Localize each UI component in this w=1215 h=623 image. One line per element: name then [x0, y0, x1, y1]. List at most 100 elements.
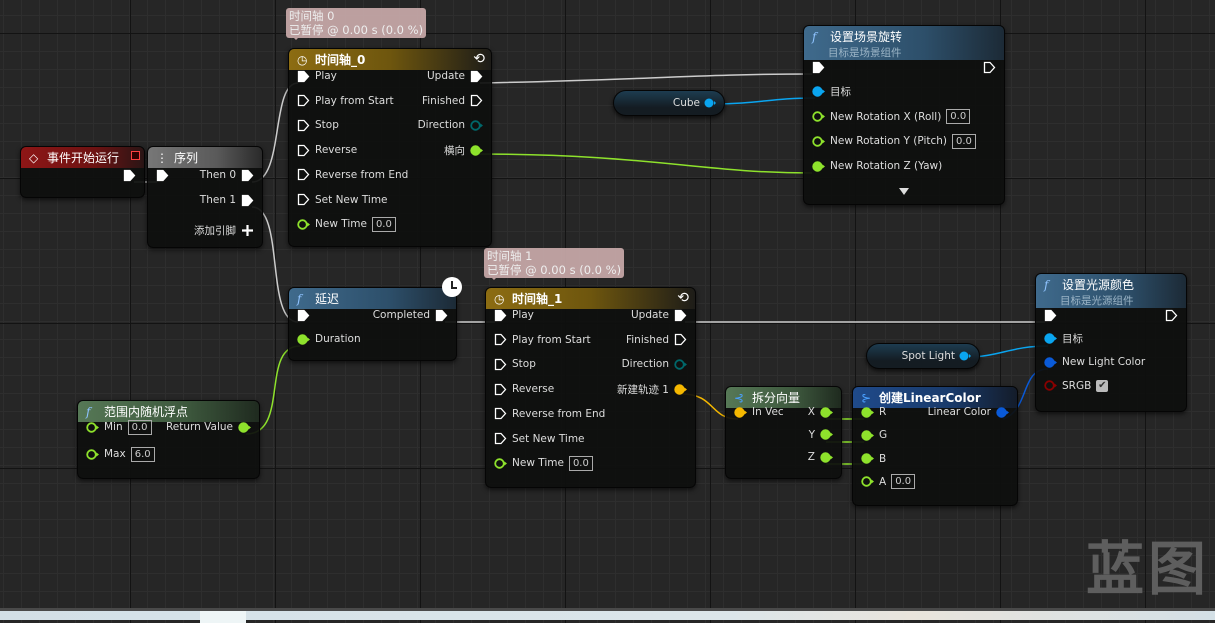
color-pin-icon[interactable] [1044, 356, 1057, 369]
exec-pin-icon[interactable] [674, 333, 687, 346]
node-header[interactable]: ⋮序列 [148, 147, 262, 168]
exec-pin-connected-icon[interactable] [123, 169, 136, 182]
exec-pin-icon[interactable] [494, 407, 507, 420]
update-pin[interactable]: Update [631, 307, 687, 323]
then-0-pin[interactable]: Then 0 [200, 167, 254, 183]
b-pin[interactable]: B [861, 451, 886, 467]
exec-pin-icon[interactable] [494, 383, 507, 396]
exec-pin-icon[interactable] [494, 358, 507, 371]
exec-pin[interactable] [123, 167, 136, 183]
pin-default-value-input[interactable]: 0.0 [568, 455, 593, 471]
play-from-start-pin[interactable]: Play from Start [297, 93, 394, 109]
float-pin-icon[interactable] [86, 421, 99, 434]
pin-default-value-input[interactable]: 0.0 [946, 109, 971, 125]
exec-pin-connected-icon[interactable] [1044, 309, 1057, 322]
float-pin-icon[interactable] [297, 333, 310, 346]
node-header[interactable]: ⊱创建LinearColor [853, 387, 1017, 408]
exec-pin-icon[interactable] [297, 168, 310, 181]
spot-light-variable-node[interactable]: Spot Light [866, 343, 980, 369]
exec-pin-icon[interactable] [297, 144, 310, 157]
play-pin[interactable]: Play [297, 68, 337, 84]
float-pin-icon[interactable] [861, 429, 874, 442]
exec-pin-icon[interactable] [297, 119, 310, 132]
object-pin[interactable]: 目标 [812, 84, 851, 100]
completed-pin[interactable]: Completed [373, 307, 448, 323]
exec-pin-icon[interactable] [470, 94, 483, 107]
srgb-checkbox[interactable]: ✔ [1096, 379, 1109, 392]
exec-pin[interactable] [1165, 307, 1178, 323]
exec-pin-connected-icon[interactable] [297, 309, 310, 322]
new-light-color-pin[interactable]: New Light Color [1044, 354, 1145, 370]
event-delegate-icon[interactable] [131, 151, 140, 160]
exec-pin[interactable] [1044, 307, 1057, 323]
float-pin[interactable]: 横向 [444, 142, 483, 158]
float-pin-icon[interactable] [297, 218, 310, 231]
exec-pin-connected-icon[interactable] [241, 169, 254, 182]
set-new-time-pin[interactable]: Set New Time [494, 431, 585, 447]
exec-pin-connected-icon[interactable] [494, 309, 507, 322]
exec-pin[interactable] [156, 167, 169, 183]
pin-default-value-input[interactable]: 0.0 [127, 419, 152, 435]
y-pin[interactable]: Y [809, 427, 833, 443]
float-pin-icon[interactable] [820, 451, 833, 464]
exec-pin-connected-icon[interactable] [297, 70, 310, 83]
exec-pin-connected-icon[interactable] [241, 194, 254, 207]
srgb-pin[interactable]: SRGB✔ [1044, 378, 1109, 394]
duration-pin[interactable]: Duration [297, 331, 361, 347]
vector-pin-icon[interactable] [734, 406, 747, 419]
cube-variable-node[interactable]: Cube [613, 90, 725, 116]
reverse-pin[interactable]: Reverse [494, 381, 554, 397]
node-header[interactable]: ⊰拆分向量 [726, 387, 841, 408]
float-pin-icon[interactable] [812, 110, 825, 123]
vector-pin-icon[interactable] [674, 383, 687, 396]
direction-pin[interactable]: Direction [418, 117, 483, 133]
float-pin-icon[interactable] [820, 428, 833, 441]
float-pin-icon[interactable] [238, 421, 251, 434]
object-pin-icon[interactable] [704, 97, 716, 109]
exec-pin-icon[interactable] [494, 432, 507, 445]
struct-pin-icon[interactable] [674, 358, 687, 371]
z-pin[interactable]: Z [808, 449, 833, 465]
x-pin[interactable]: X [808, 404, 833, 420]
pin-default-value-input[interactable]: 0.0 [952, 133, 976, 149]
float-pin-icon[interactable] [861, 452, 874, 465]
exec-pin-connected-icon[interactable] [812, 61, 825, 74]
stop-pin[interactable]: Stop [494, 356, 536, 372]
exec-pin-connected-icon[interactable] [156, 169, 169, 182]
finished-pin[interactable]: Finished [626, 332, 687, 348]
update-pin[interactable]: Update [427, 68, 483, 84]
exec-pin-connected-icon[interactable] [435, 309, 448, 322]
r-pin[interactable]: R [861, 404, 886, 420]
reverse-from-end-pin[interactable]: Reverse from End [297, 167, 408, 183]
finished-pin[interactable]: Finished [422, 93, 483, 109]
float-pin-icon[interactable] [812, 135, 825, 148]
g-pin[interactable]: G [861, 427, 887, 443]
pin-default-value-input[interactable]: 0.0 [371, 216, 396, 232]
float-pin-icon[interactable] [861, 475, 874, 488]
exec-pin-connected-icon[interactable] [470, 70, 483, 83]
stop-pin[interactable]: Stop [297, 117, 339, 133]
in-vec-pin[interactable]: In Vec [734, 404, 784, 420]
float-pin-icon[interactable] [86, 448, 99, 461]
new-rotation-y-pitch-pin[interactable]: New Rotation Y (Pitch)0.0 [812, 133, 976, 149]
return-value-pin[interactable]: Return Value [166, 419, 251, 435]
exec-pin[interactable] [812, 59, 825, 75]
expand-arrow-icon[interactable] [899, 188, 909, 200]
set-new-time-pin[interactable]: Set New Time [297, 192, 388, 208]
reverse-pin[interactable]: Reverse [297, 142, 357, 158]
new-rotation-x-roll-pin[interactable]: New Rotation X (Roll)0.0 [812, 109, 971, 125]
